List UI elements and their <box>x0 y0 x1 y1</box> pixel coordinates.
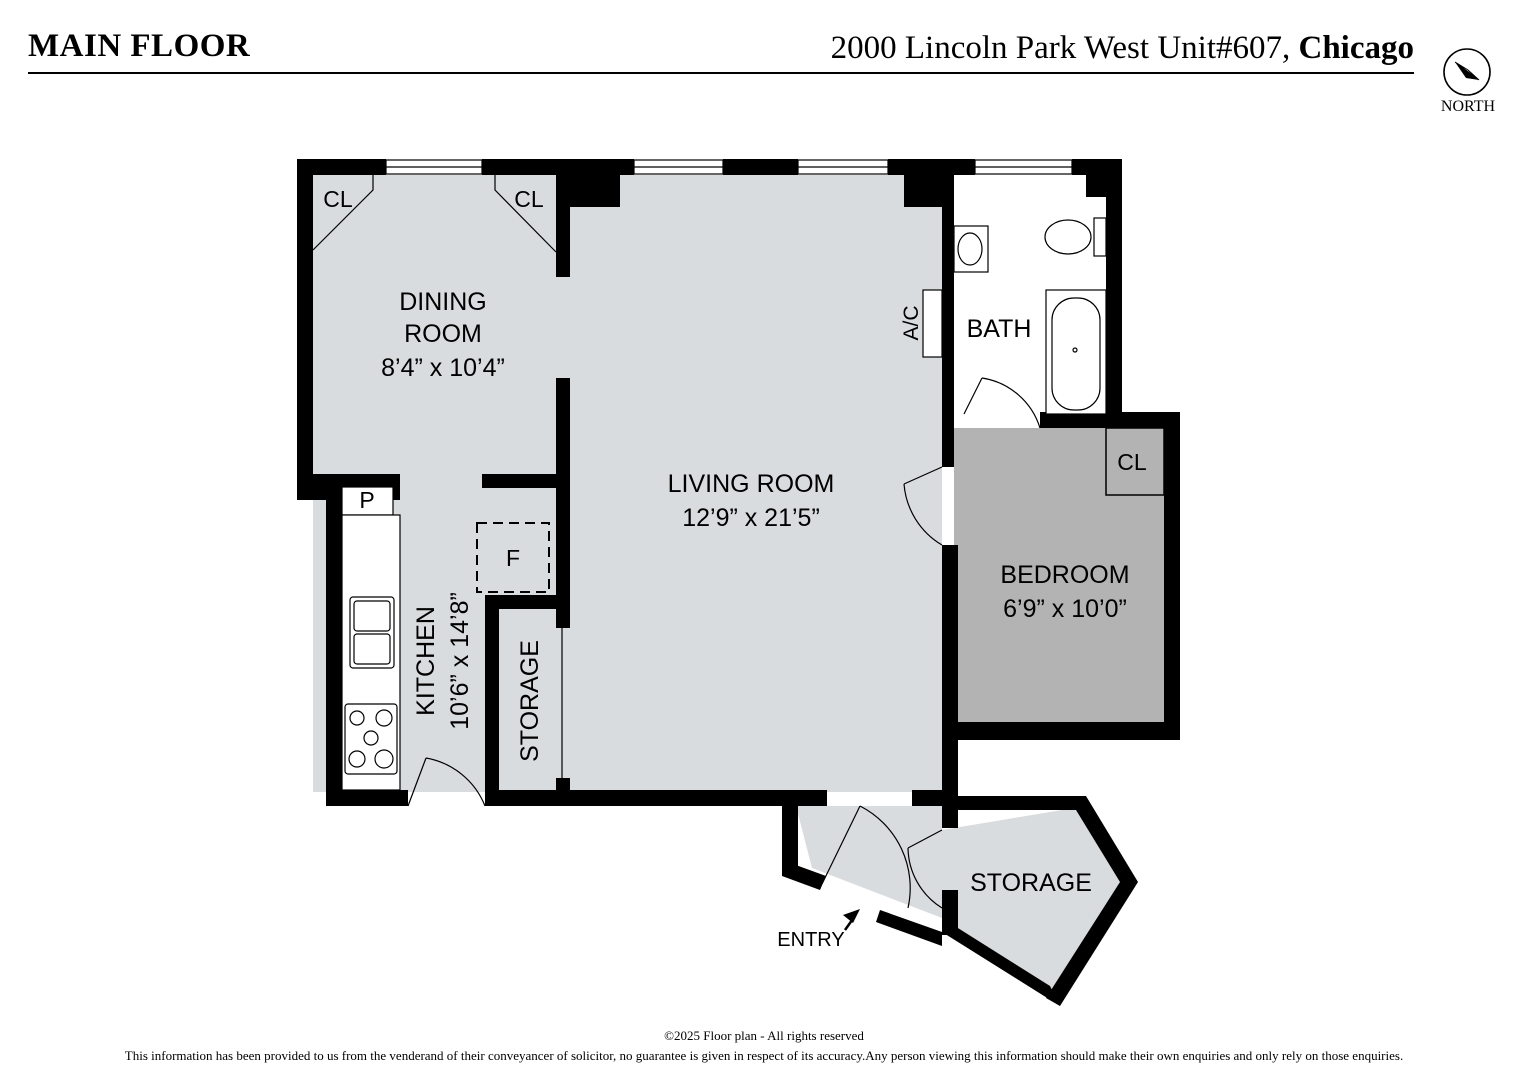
entry-label: ENTRY <box>777 929 844 951</box>
ac-label: A/C <box>900 305 923 340</box>
fridge-outline <box>476 522 550 593</box>
closet-label-bedroom: CL <box>1117 449 1147 475</box>
copyright-notice: ©2025 Floor plan - All rights reserved <box>664 1028 864 1043</box>
kitchen-dims: 10’6” x 14’8” <box>446 592 474 730</box>
header-rule <box>28 72 1414 74</box>
dining-room-dims: 8’4” x 10’4” <box>381 354 505 382</box>
address-line: 2000 Lincoln Park West Unit#607, <box>830 30 1291 66</box>
north-label: NORTH <box>1440 98 1496 115</box>
bath-label: BATH <box>967 315 1032 343</box>
storage-entry-label: STORAGE <box>970 869 1092 897</box>
disclaimer: This information has been provided to us… <box>124 1048 1404 1063</box>
bedroom-label: BEDROOM <box>1000 561 1129 589</box>
entry-arrow-icon <box>843 909 860 931</box>
floor-fills <box>313 175 1164 992</box>
dining-closets <box>312 175 557 253</box>
dining-room-label-line1: DINING <box>399 288 487 316</box>
living-room-label: LIVING ROOM <box>668 470 835 498</box>
windows <box>385 159 1073 175</box>
kitchen-label: KITCHEN <box>412 606 440 716</box>
living-room-dims: 12’9” x 21’5” <box>682 504 820 532</box>
doors <box>407 377 1041 909</box>
fridge-label: F <box>506 545 520 571</box>
city-name: Chicago <box>1298 30 1415 66</box>
bedroom-closet <box>1105 427 1165 496</box>
ac-unit <box>922 289 943 358</box>
closet-label-dining-right: CL <box>514 186 544 212</box>
bedroom-dims: 6’9” x 10’0” <box>1003 595 1127 623</box>
kitchen-fixtures <box>341 486 401 791</box>
compass-arrow-icon <box>1443 48 1491 96</box>
property-address: 2000 Lincoln Park West Unit#607, Chicago <box>831 30 1414 67</box>
bath-fixtures <box>953 217 1107 415</box>
storage-left-label: STORAGE <box>516 640 544 762</box>
closet-label-dining-left: CL <box>323 186 353 212</box>
floor-title: MAIN FLOOR <box>28 28 251 64</box>
pantry-label: P <box>359 487 374 513</box>
walls <box>297 159 1180 1006</box>
dining-room-label-line2: ROOM <box>404 320 482 348</box>
